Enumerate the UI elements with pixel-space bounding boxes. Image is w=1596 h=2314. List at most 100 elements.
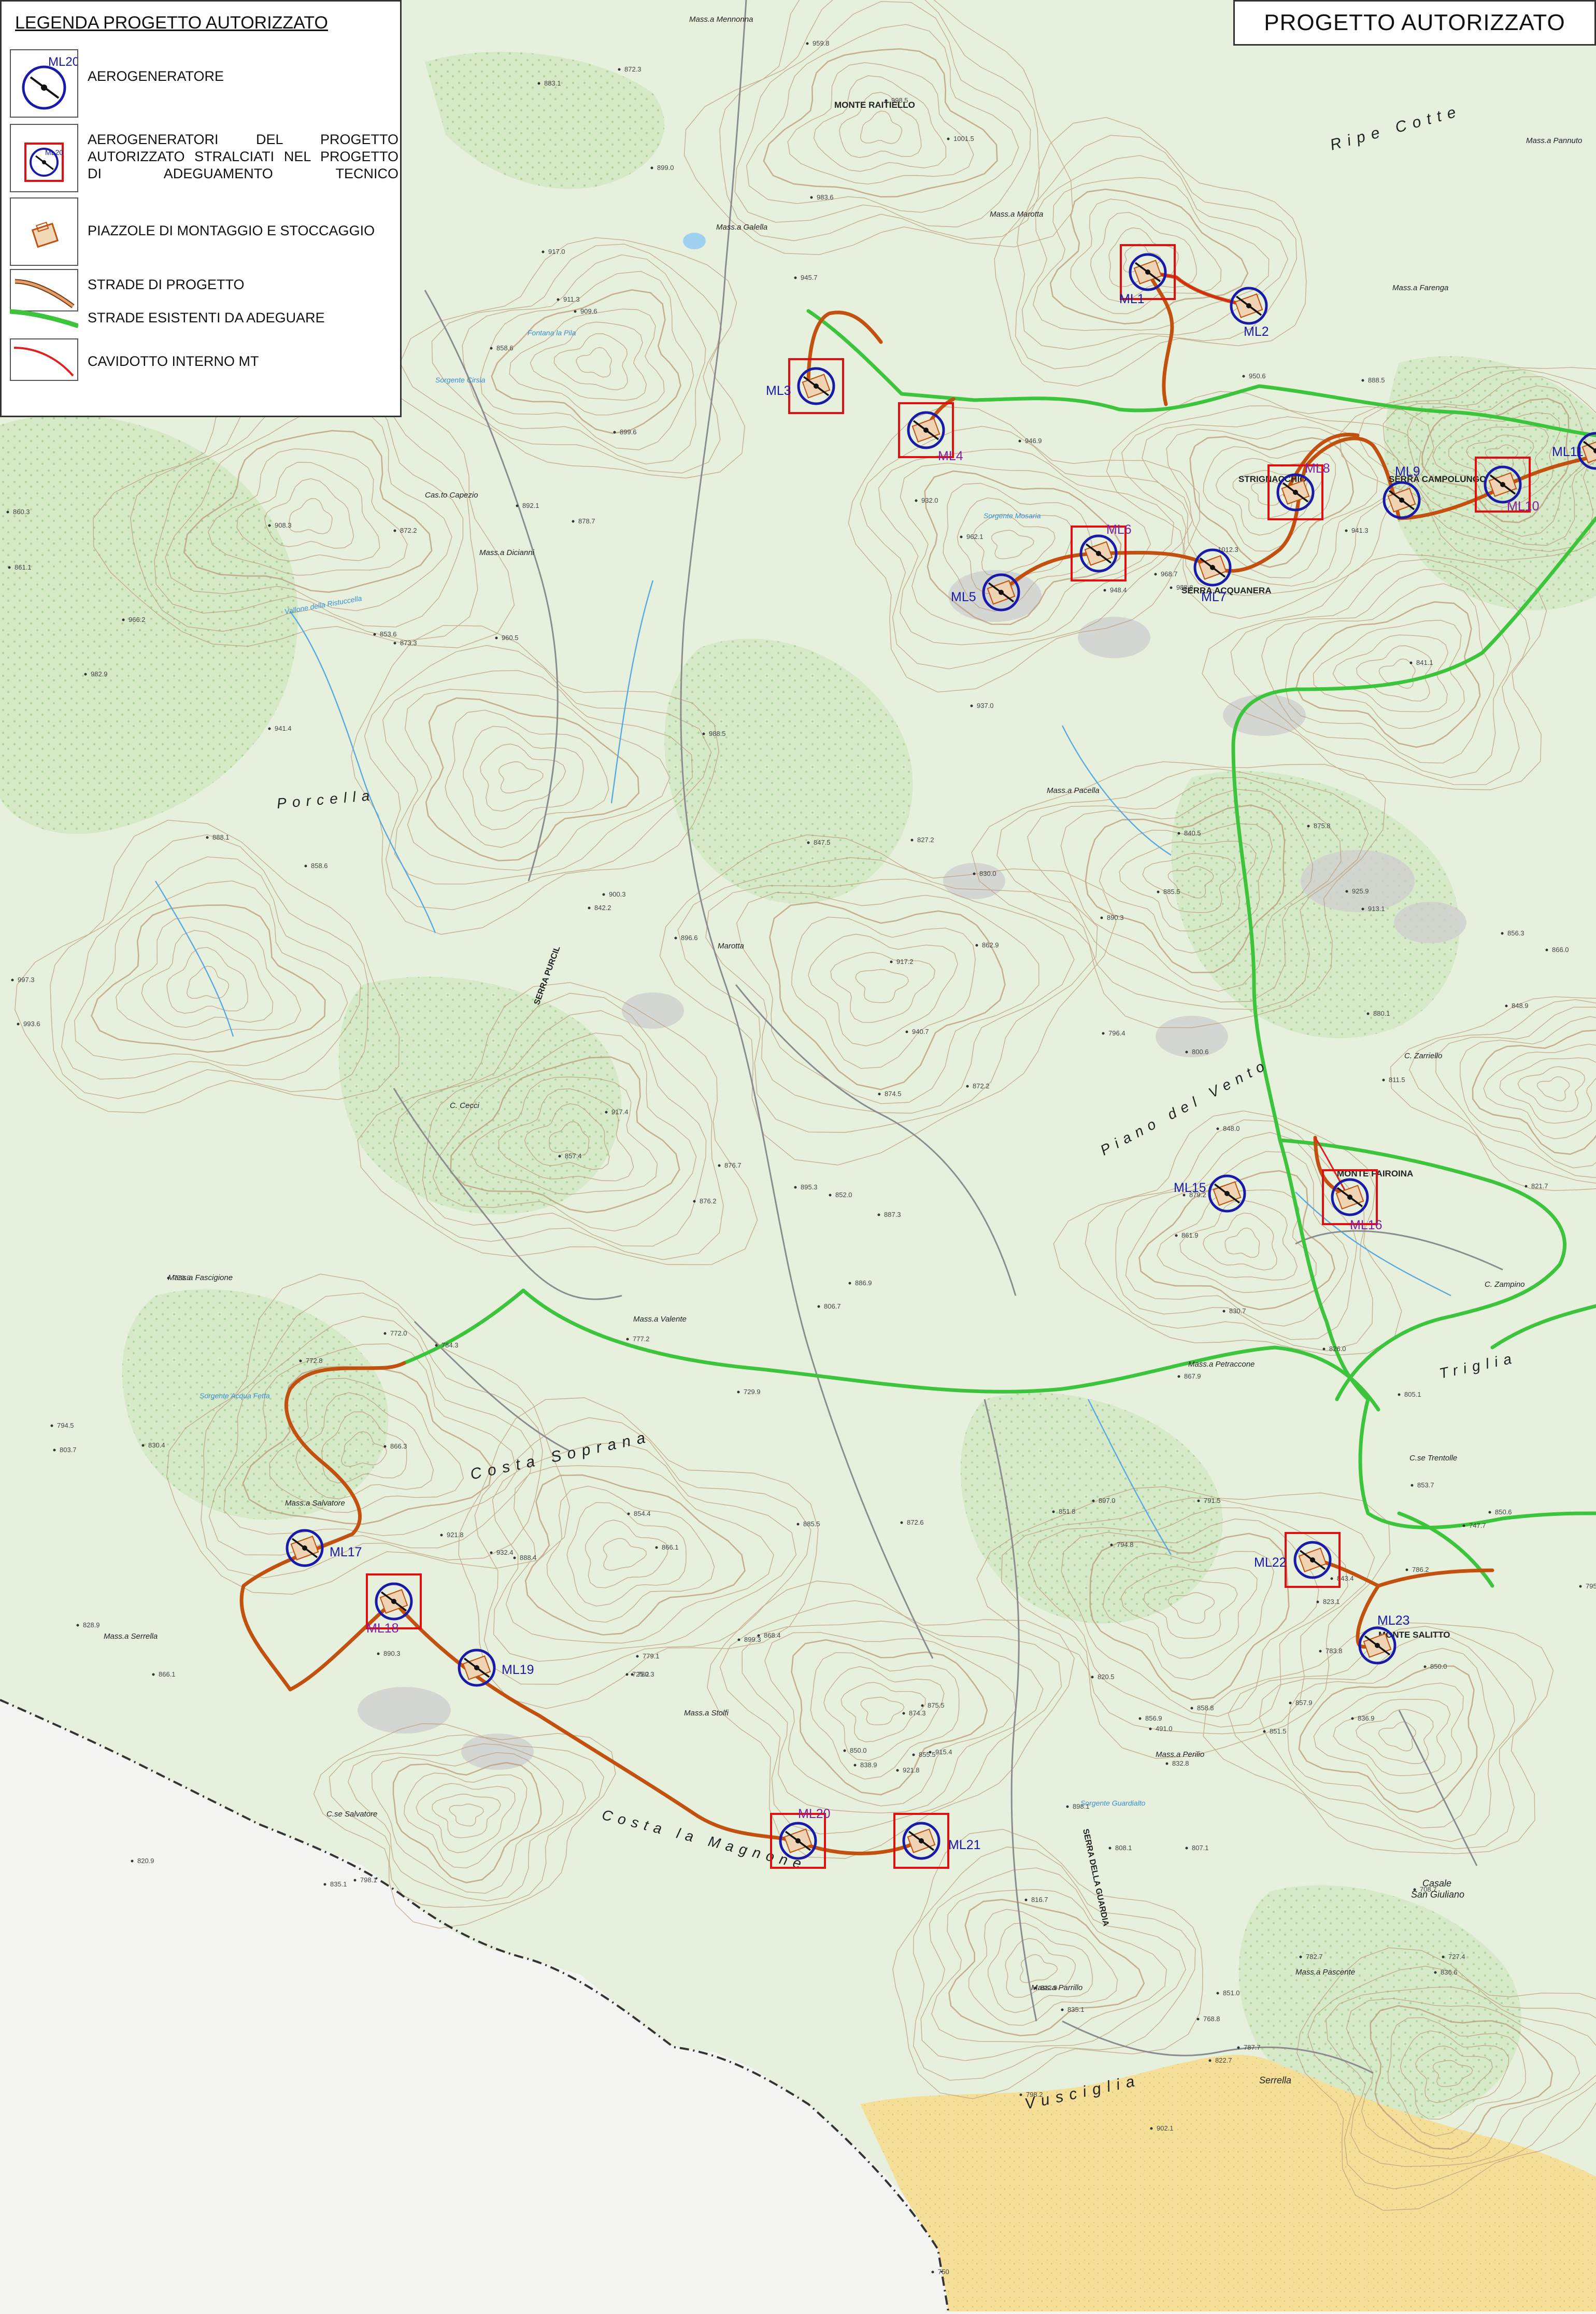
- svg-text:857.9: 857.9: [1295, 1699, 1313, 1707]
- turbine-label: ML18: [366, 1621, 399, 1636]
- place-label: Serrella: [1259, 2075, 1291, 2085]
- svg-text:750: 750: [938, 2268, 949, 2276]
- svg-text:946.9: 946.9: [1025, 437, 1042, 445]
- map-legend: LEGENDA PROGETTO AUTORIZZATO ML20 AEROGE…: [0, 0, 402, 417]
- svg-text:830.0: 830.0: [979, 870, 996, 877]
- svg-text:807.1: 807.1: [1192, 1844, 1209, 1852]
- svg-text:841.1: 841.1: [1416, 659, 1433, 666]
- place-label: Mass.a Pannuto: [1526, 136, 1582, 145]
- svg-text:850.0: 850.0: [850, 1747, 867, 1754]
- svg-text:872.2: 872.2: [973, 1082, 990, 1090]
- svg-text:900.3: 900.3: [609, 890, 626, 898]
- svg-text:917.0: 917.0: [548, 248, 565, 255]
- turbine-label: ML10: [1507, 499, 1540, 514]
- svg-text:853.6: 853.6: [380, 630, 397, 638]
- svg-text:983.6: 983.6: [817, 193, 834, 201]
- svg-text:777.2: 777.2: [633, 1335, 650, 1343]
- pond: [683, 233, 706, 249]
- svg-text:830.4: 830.4: [148, 1441, 165, 1449]
- svg-text:959.8: 959.8: [813, 39, 830, 47]
- svg-text:851.0: 851.0: [1223, 1989, 1240, 1997]
- svg-text:772.8: 772.8: [306, 1357, 323, 1365]
- place-label: Mass.a Dicianni: [479, 548, 535, 557]
- svg-text:873.3: 873.3: [400, 639, 417, 647]
- svg-text:868.4: 868.4: [764, 1631, 781, 1639]
- turbine-label: ML5: [951, 590, 976, 604]
- svg-text:852.0: 852.0: [835, 1191, 852, 1199]
- svg-text:932.0: 932.0: [921, 496, 938, 504]
- svg-text:835.1: 835.1: [330, 1880, 347, 1888]
- svg-text:858.8: 858.8: [1197, 1704, 1214, 1712]
- turbine-label: ML4: [938, 449, 963, 463]
- svg-text:899.0: 899.0: [657, 164, 674, 172]
- svg-text:876.7: 876.7: [724, 1161, 742, 1169]
- svg-text:940.7: 940.7: [912, 1028, 929, 1035]
- svg-text:885.5: 885.5: [1163, 888, 1180, 896]
- legend-label-cavidotto: CAVIDOTTO INTERNO MT: [88, 353, 259, 370]
- svg-text:899.6: 899.6: [620, 428, 637, 436]
- turbine-label: ML9: [1395, 464, 1420, 479]
- svg-text:786.2: 786.2: [1412, 1566, 1429, 1573]
- place-label: Mass.a Valente: [633, 1315, 687, 1324]
- svg-text:866.0: 866.0: [1552, 946, 1569, 954]
- svg-text:941.3: 941.3: [1351, 527, 1369, 534]
- turbine-label: ML1: [1119, 292, 1145, 306]
- place-label: Fontana la Pila: [528, 329, 576, 337]
- svg-text:917.4: 917.4: [611, 1108, 629, 1116]
- svg-text:988.5: 988.5: [709, 730, 726, 737]
- svg-text:772.0: 772.0: [390, 1329, 407, 1337]
- svg-text:855.5: 855.5: [919, 1751, 936, 1758]
- legend-label-strade-esistenti: STRADE ESISTENTI DA ADEGUARE: [88, 309, 325, 326]
- svg-text:836.9: 836.9: [1358, 1714, 1375, 1722]
- svg-text:782.7: 782.7: [1306, 1953, 1323, 1961]
- svg-text:787.7: 787.7: [1244, 2043, 1261, 2051]
- svg-text:816.7: 816.7: [1031, 1896, 1048, 1904]
- place-label: C. Zarriello: [1404, 1052, 1442, 1060]
- svg-text:848.0: 848.0: [1223, 1125, 1240, 1132]
- svg-text:915.4: 915.4: [935, 1748, 952, 1756]
- svg-text:921.8: 921.8: [447, 1531, 464, 1539]
- legend-cavidotto-symbol: [10, 338, 78, 381]
- svg-text:867.9: 867.9: [1184, 1372, 1201, 1380]
- svg-text:835.1: 835.1: [1067, 2006, 1085, 2013]
- svg-text:866.1: 866.1: [159, 1670, 176, 1678]
- svg-text:853.7: 853.7: [1417, 1481, 1434, 1489]
- turbine-label: ML16: [1350, 1218, 1383, 1232]
- turbine-label: ML15: [1174, 1181, 1206, 1195]
- svg-text:950.6: 950.6: [1249, 372, 1266, 380]
- svg-text:913.1: 913.1: [1368, 905, 1385, 913]
- svg-text:828.9: 828.9: [83, 1621, 100, 1629]
- svg-text:768.8: 768.8: [1203, 2015, 1220, 2023]
- svg-text:848.9: 848.9: [1512, 1002, 1529, 1010]
- place-label: Sorgente Guardialto: [1080, 1799, 1146, 1807]
- legend-label-aerogeneratore: AEROGENERATORE: [88, 68, 224, 85]
- legend-title: LEGENDA PROGETTO AUTORIZZATO: [15, 13, 328, 33]
- place-label: Mass.a Galella: [716, 223, 767, 232]
- svg-text:838.9: 838.9: [860, 1761, 877, 1769]
- svg-text:791.5: 791.5: [1204, 1497, 1221, 1504]
- svg-text:993.6: 993.6: [23, 1020, 40, 1028]
- legend-sample-label: ML20: [48, 55, 77, 69]
- svg-text:932.4: 932.4: [496, 1549, 514, 1556]
- svg-text:982.9: 982.9: [91, 670, 108, 678]
- svg-text:962.1: 962.1: [966, 533, 984, 541]
- place-label: Mass.a Mennonna: [689, 15, 753, 24]
- svg-text:806.7: 806.7: [824, 1302, 841, 1310]
- svg-text:860.3: 860.3: [13, 508, 30, 516]
- svg-text:840.5: 840.5: [1184, 829, 1201, 837]
- turbine-label: ML11: [1552, 445, 1584, 459]
- legend-label-piazzole: PIAZZOLE DI MONTAGGIO E STOCCAGGIO: [88, 222, 375, 239]
- place-label: Sorgente Acqua Fetta: [200, 1392, 270, 1400]
- place-label: Mass.a Serrella: [104, 1632, 158, 1641]
- turbine-label: ML8: [1305, 461, 1330, 476]
- svg-text:783.8: 783.8: [1326, 1647, 1343, 1655]
- legend-strade-esistenti-symbol: [10, 307, 78, 328]
- svg-text:727.4: 727.4: [1448, 1953, 1465, 1961]
- map-title: PROGETTO AUTORIZZATO: [1233, 0, 1596, 46]
- svg-text:805.1: 805.1: [1404, 1390, 1421, 1398]
- svg-text:902.1: 902.1: [1157, 2124, 1174, 2132]
- svg-text:851.8: 851.8: [1059, 1508, 1076, 1515]
- svg-text:803.7: 803.7: [60, 1446, 77, 1454]
- svg-text:850.6: 850.6: [1495, 1508, 1512, 1516]
- place-label: Mass.a Pascente: [1295, 1968, 1355, 1977]
